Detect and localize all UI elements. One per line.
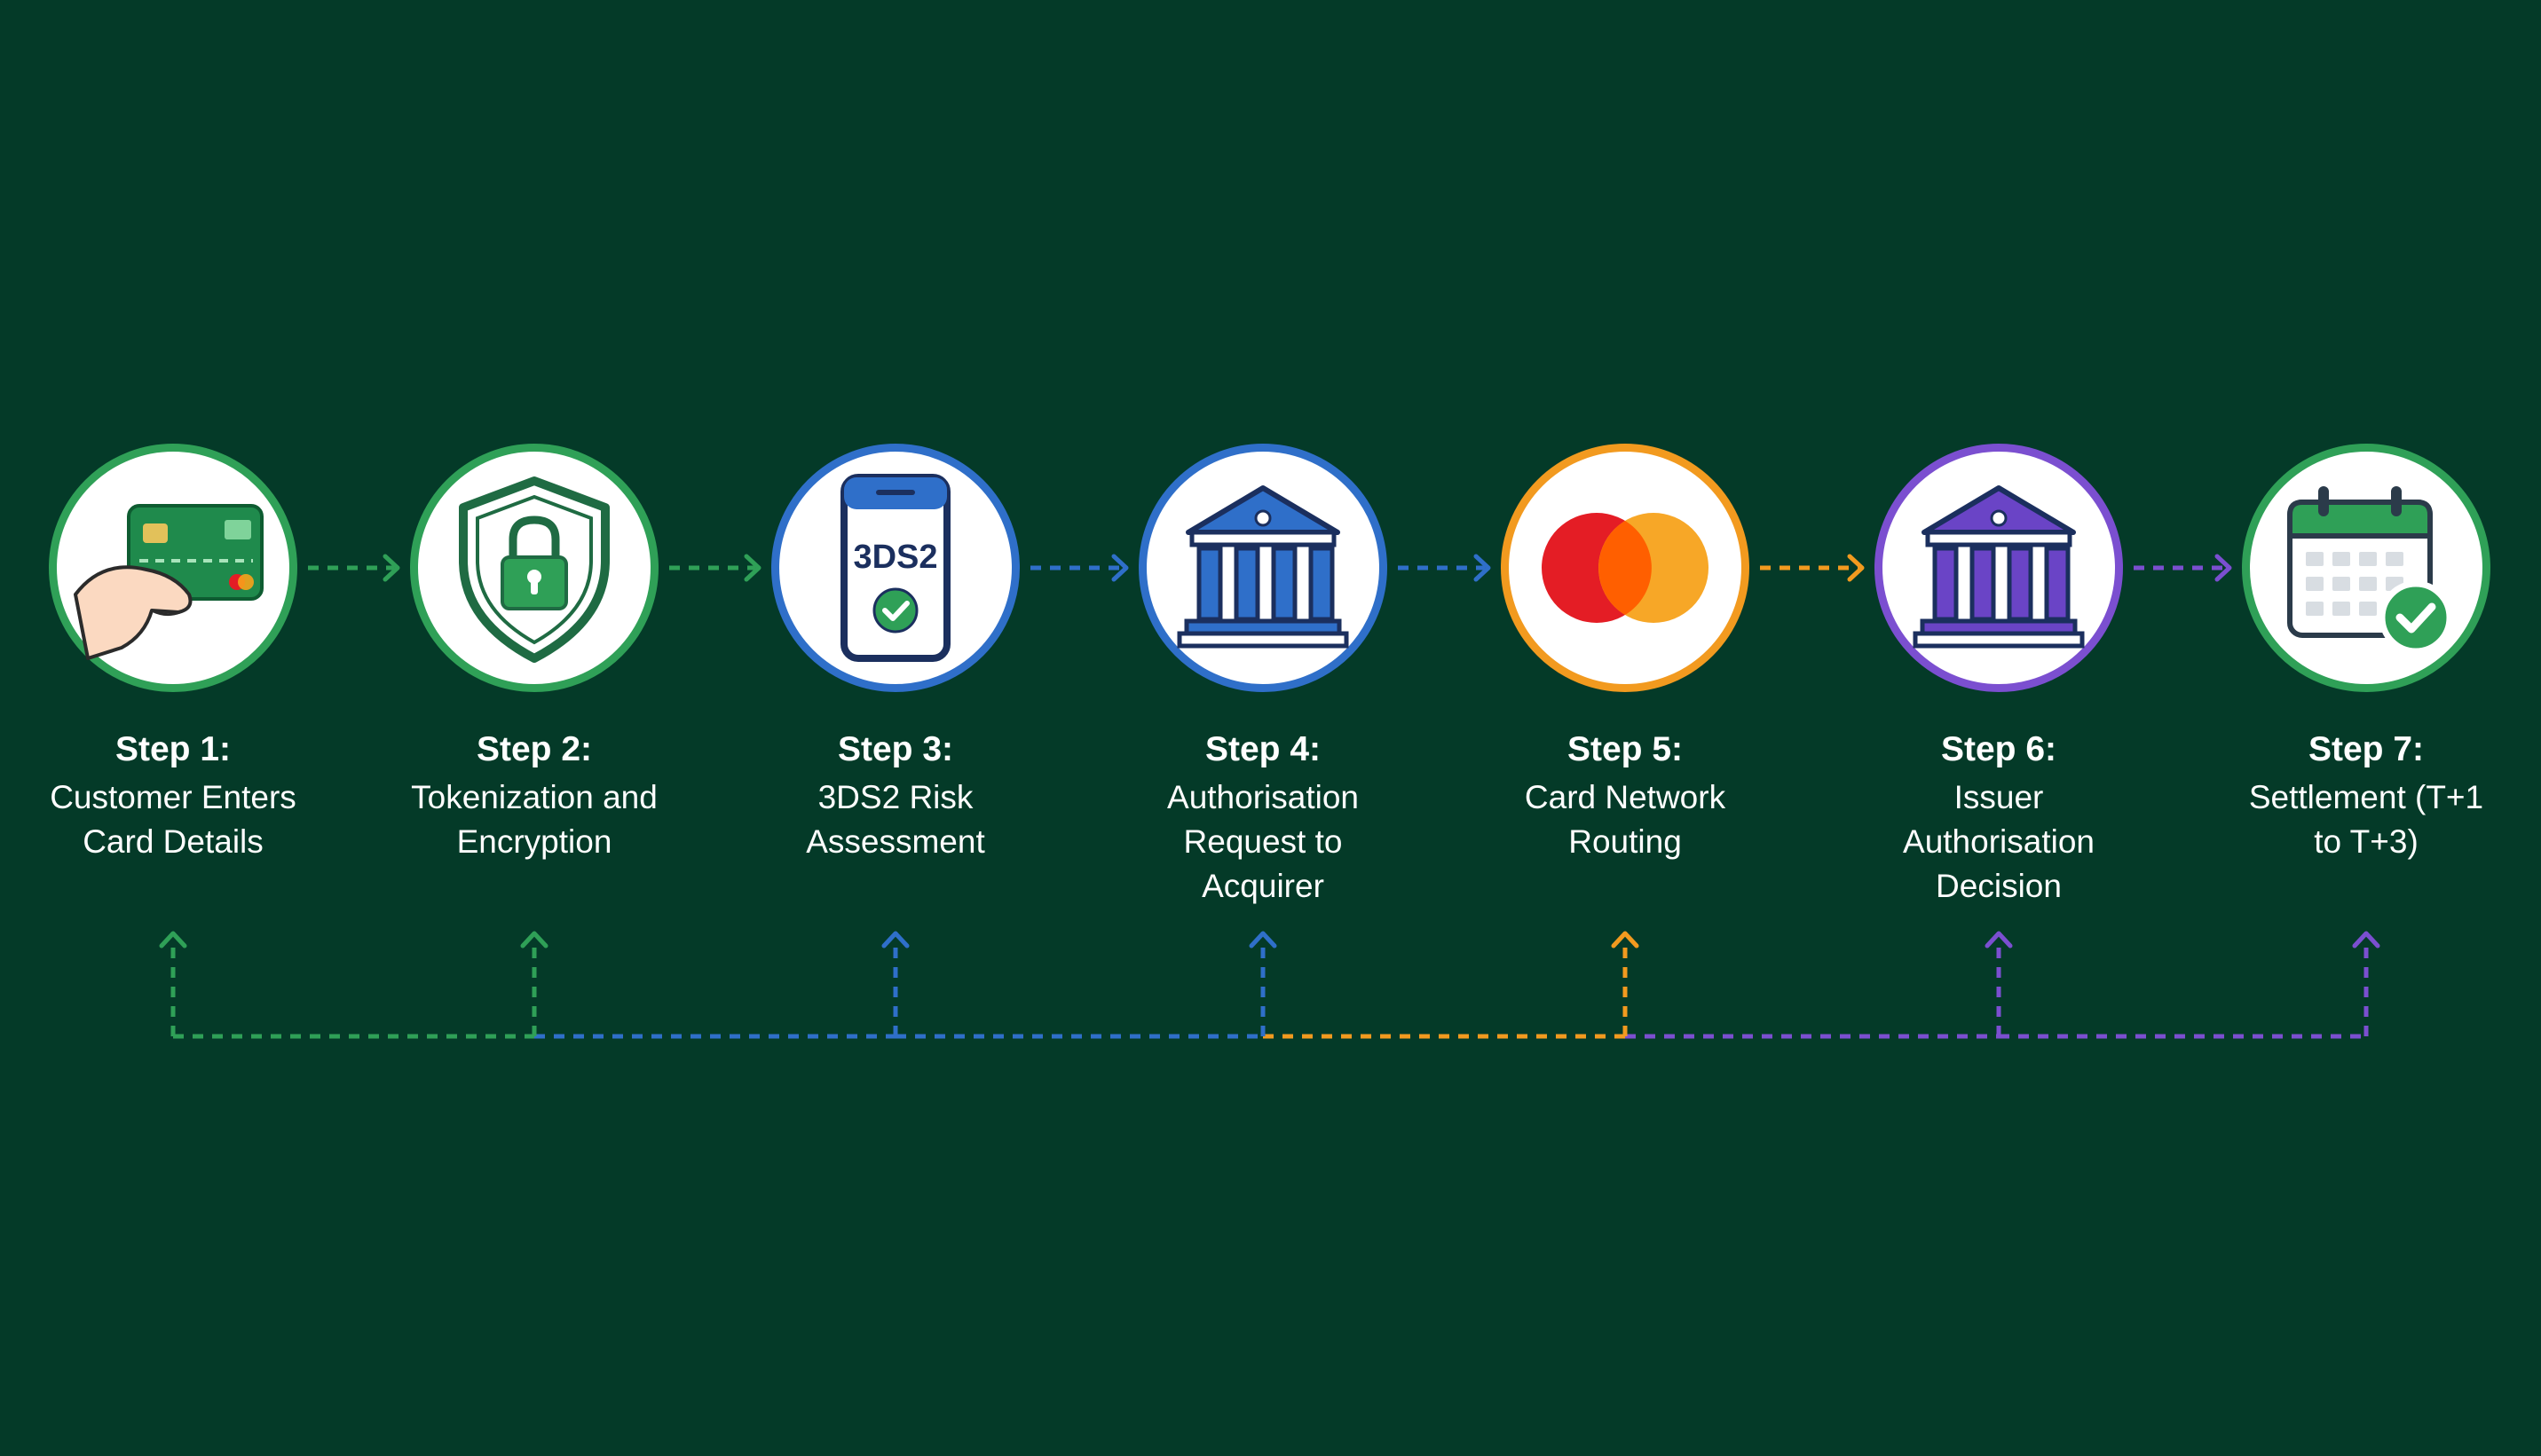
step-description: Issuer Authorisation Decision	[1903, 779, 2095, 904]
step-6-circle	[1874, 444, 2123, 692]
step-6-label: Step 6: Issuer Authorisation Decision	[1866, 728, 2132, 909]
step-7-circle	[2242, 444, 2490, 692]
step-title: Step 1:	[114, 730, 232, 768]
feedback-arrow-head	[1611, 931, 1639, 948]
step-description: Settlement (T+1 to T+3)	[2248, 779, 2484, 860]
step-title: Step 3:	[837, 730, 954, 768]
step-2-label: Step 2: Tokenization and Encryption	[401, 728, 667, 864]
feedback-arrow-head	[159, 931, 187, 948]
step-title: Step 7:	[2308, 730, 2425, 768]
phone-3ds2-icon: 3DS2	[840, 474, 951, 662]
calendar-check-icon	[2287, 486, 2453, 655]
step-7-label: Step 7: Settlement (T+1 to T+3)	[2233, 728, 2499, 864]
bank-icon	[1913, 485, 2085, 649]
icon-3ds2-text: 3DS2	[853, 539, 937, 576]
step-1-label: Step 1: Customer Enters Card Details	[40, 728, 306, 864]
bank-icon	[1177, 485, 1349, 649]
step-title: Step 6:	[1940, 730, 2057, 768]
step-4-label: Step 4: Authorisation Request to Acquirer	[1130, 728, 1396, 909]
flow-arrow-head-1	[383, 554, 400, 582]
flow-arrow-head-2	[744, 554, 762, 582]
step-description: Customer Enters Card Details	[50, 779, 296, 860]
flow-arrow-head-4	[1473, 554, 1491, 582]
flow-arrow-head-5	[1847, 554, 1865, 582]
step-4-circle	[1139, 444, 1387, 692]
feedback-arrow-head	[1985, 931, 2013, 948]
step-3-circle: 3DS2	[771, 444, 1020, 692]
step-title: Step 2:	[476, 730, 593, 768]
feedback-arrow-head	[520, 931, 548, 948]
step-description: Card Network Routing	[1524, 779, 1726, 860]
card-in-hand-icon	[74, 504, 264, 660]
feedback-arrow-head	[1249, 931, 1277, 948]
step-5-circle	[1501, 444, 1749, 692]
flow-arrow-head-3	[1111, 554, 1129, 582]
step-2-circle	[410, 444, 659, 692]
step-3-label: Step 3: 3DS2 Risk Assessment	[762, 728, 1029, 864]
feedback-arrow-head	[881, 931, 910, 948]
step-description: Tokenization and Encryption	[411, 779, 658, 860]
step-description: Authorisation Request to Acquirer	[1167, 779, 1359, 904]
feedback-arrow-head	[2352, 931, 2380, 948]
step-title: Step 5:	[1566, 730, 1684, 768]
card-network-icon	[1542, 513, 1708, 623]
step-1-circle	[49, 444, 297, 692]
step-title: Step 4:	[1204, 730, 1322, 768]
shield-lock-icon	[459, 476, 610, 663]
step-description: 3DS2 Risk Assessment	[806, 779, 985, 860]
flow-arrow-head-6	[2214, 554, 2232, 582]
step-5-label: Step 5: Card Network Routing	[1492, 728, 1758, 864]
